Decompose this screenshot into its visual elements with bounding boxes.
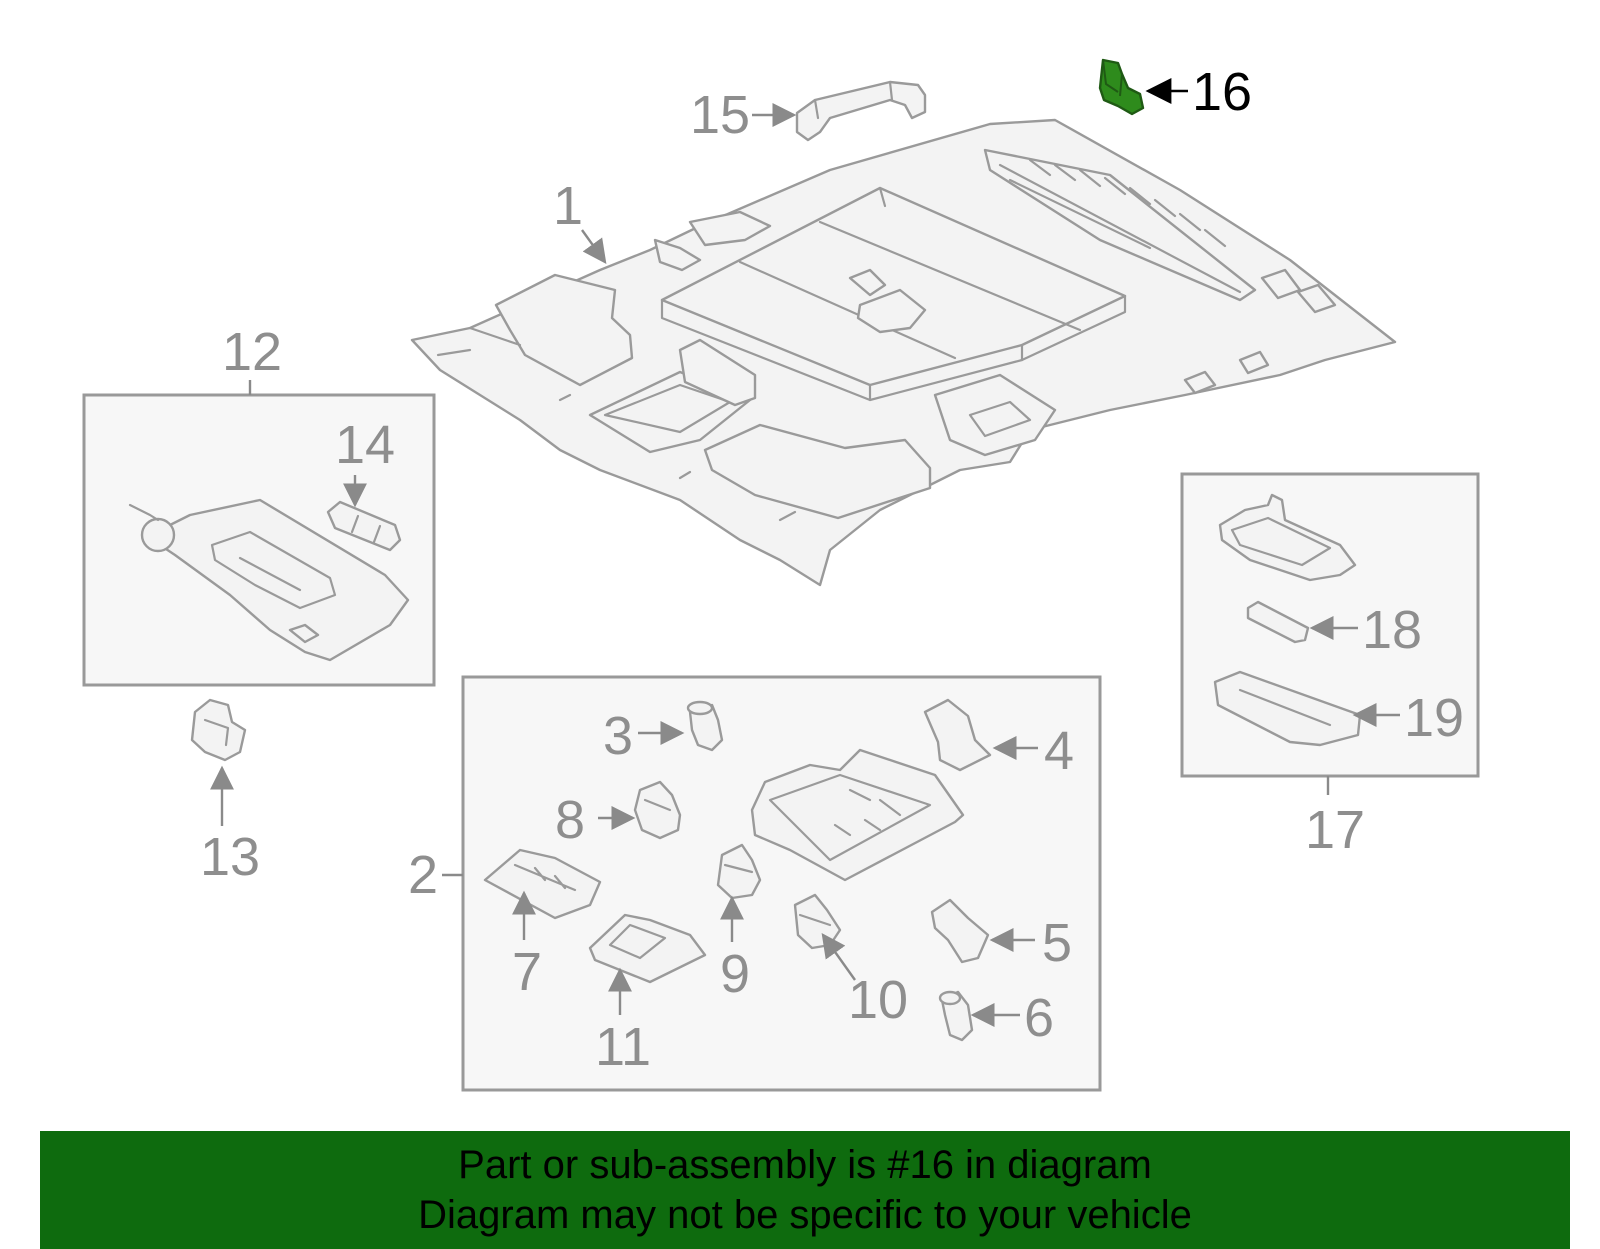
callout-12: 12 — [222, 322, 282, 382]
headliner-part — [410, 118, 1397, 587]
dome-lamp-part — [1218, 493, 1357, 582]
callout-15: 15 — [690, 85, 750, 145]
clip-part-4 — [923, 698, 992, 772]
grab-handle-part — [795, 80, 927, 142]
callout-16: 16 — [1192, 62, 1252, 122]
callout-3: 3 — [603, 706, 633, 766]
clip-part-6 — [938, 990, 974, 1042]
callout-19: 19 — [1404, 688, 1464, 748]
console-base-part — [750, 748, 965, 882]
callout-9: 9 — [720, 944, 750, 1004]
lamp-part-11 — [588, 913, 707, 984]
visor-clip-part — [190, 698, 247, 762]
callout-10: 10 — [848, 970, 908, 1030]
banner-line-part-number: Part or sub-assembly is #16 in diagram — [458, 1143, 1152, 1187]
callout-5: 5 — [1042, 913, 1072, 973]
clip-part-5 — [930, 898, 990, 964]
callout-7: 7 — [512, 942, 542, 1002]
highlighted-part-16 — [1098, 58, 1145, 116]
banner-line-disclaimer: Diagram may not be specific to your vehi… — [418, 1193, 1192, 1237]
callout-2: 2 — [408, 845, 438, 905]
callout-6: 6 — [1024, 988, 1054, 1048]
part-info-banner: Part or sub-assembly is #16 in diagram D… — [40, 1131, 1570, 1249]
clip-part-3 — [686, 700, 724, 752]
callout-labels: 1 2 3 4 5 6 7 8 9 10 11 12 13 14 15 16 1… — [200, 62, 1464, 1077]
callout-4: 4 — [1044, 721, 1074, 781]
lamp-bulb-part — [1246, 600, 1310, 644]
clip-part-9 — [716, 843, 762, 900]
lamp-lens-part — [1213, 670, 1362, 747]
callout-17: 17 — [1305, 800, 1365, 860]
sun-visor-part — [128, 498, 410, 662]
callout-8: 8 — [555, 790, 585, 850]
callout-1: 1 — [553, 176, 583, 236]
callout-11: 11 — [595, 1017, 651, 1077]
clip-part-8 — [633, 780, 682, 840]
callout-18: 18 — [1362, 600, 1422, 660]
callout-14: 14 — [335, 415, 395, 475]
callout-13: 13 — [200, 827, 260, 887]
bracket-part-7 — [483, 848, 602, 920]
leader-lines — [210, 78, 1400, 1027]
visor-bulb-part — [326, 500, 402, 552]
